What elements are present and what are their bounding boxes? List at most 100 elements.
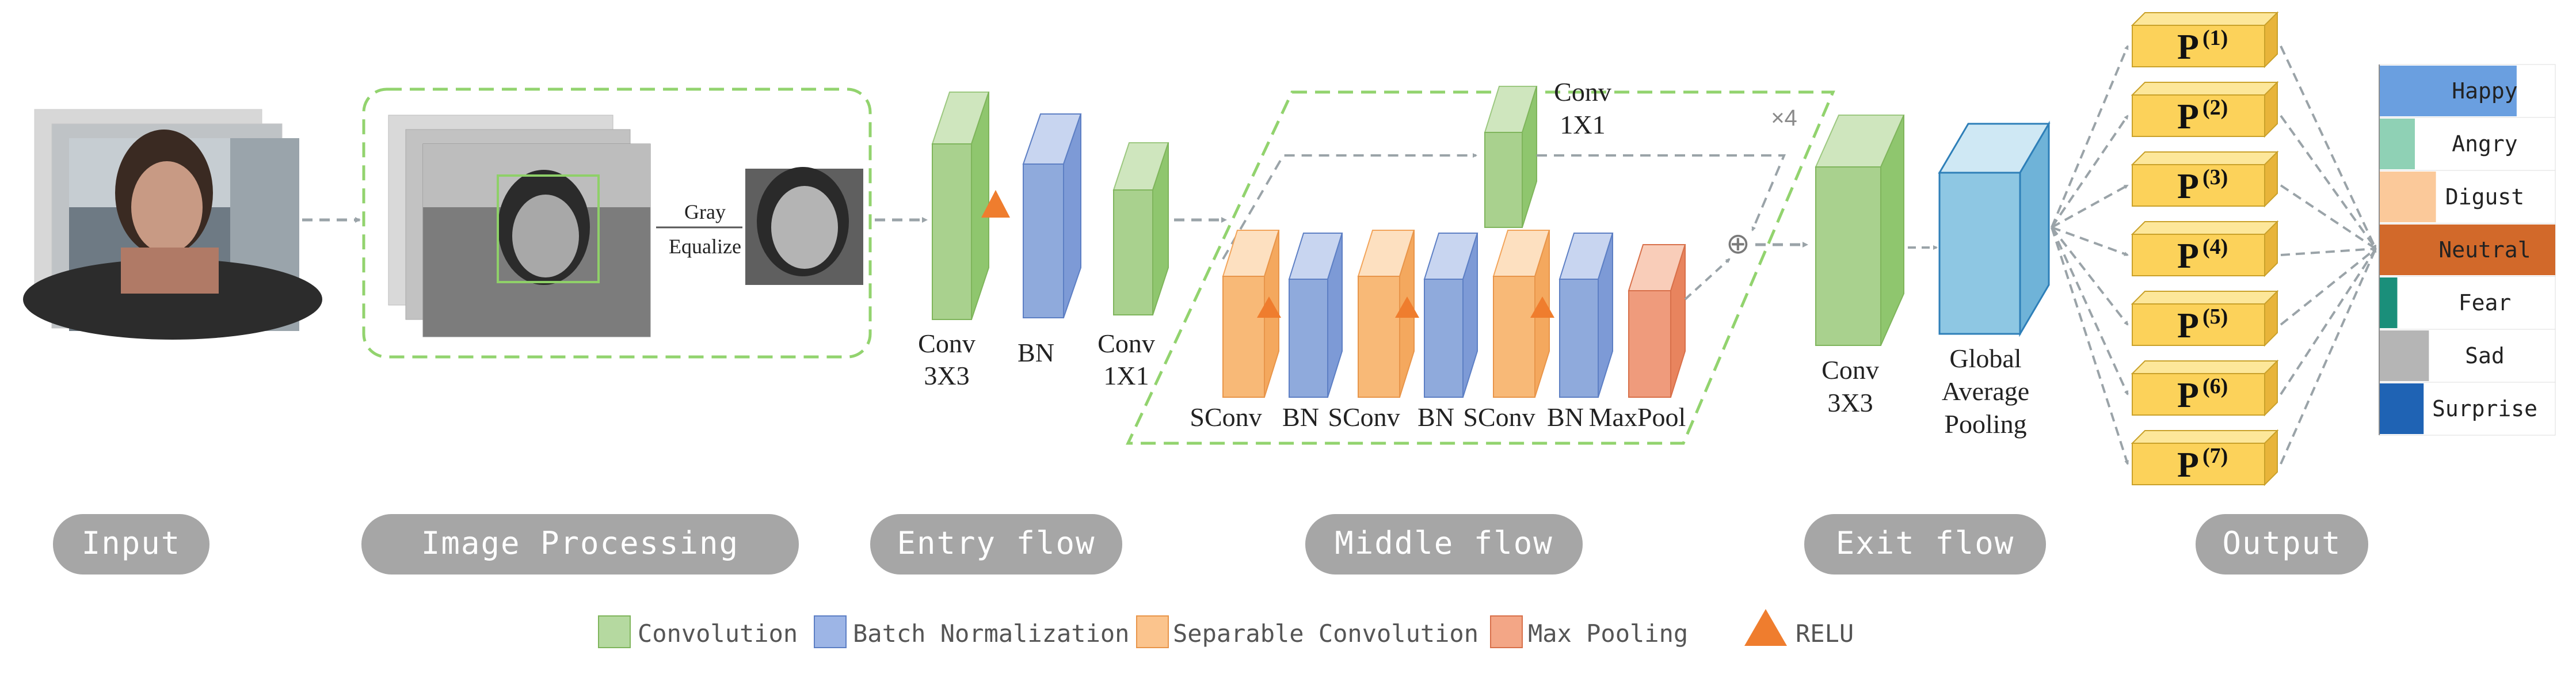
emotion-bar-2 <box>2380 119 2415 169</box>
p-index-5: (5) <box>2202 305 2228 329</box>
entry-conv3x3-label-b: 3X3 <box>924 361 969 390</box>
middle-label-4: SConv <box>1463 402 1535 432</box>
p-box-2: P(2) <box>2131 81 2279 138</box>
exit-conv-label-a: Conv <box>1822 355 1879 385</box>
p-letter-7: P <box>2177 446 2199 485</box>
emotion-row-surprise: Surprise <box>2379 382 2556 436</box>
skip-path-to-sum <box>1537 154 1786 231</box>
face-detection-box <box>497 174 600 283</box>
stage-label-input: Input <box>82 525 181 561</box>
p-box-3: P(3) <box>2131 150 2279 208</box>
skip-conv-label-b: 1X1 <box>1560 110 1605 139</box>
emotion-label-2: Angry <box>2452 131 2517 157</box>
p-box-6: P(6) <box>2131 359 2279 417</box>
gray-label: Gray <box>684 200 726 223</box>
fanout-arrow-3 <box>2051 184 2129 229</box>
emotion-bar-3 <box>2380 172 2436 222</box>
stage-pill-exit-flow: Exit flow <box>1804 514 2046 575</box>
arrow-maxpool-to-sum <box>1684 258 1731 300</box>
middle-label-2: SConv <box>1328 402 1400 432</box>
fanout-arrow-7 <box>2051 227 2129 465</box>
exit-conv-label-b: 3X3 <box>1827 388 1873 417</box>
skip-path-to-conv <box>1222 153 1477 260</box>
p-box-1: P(1) <box>2131 11 2279 69</box>
stage-label-middle-flow: Middle flow <box>1335 525 1553 561</box>
entry-conv1x1-block <box>1112 142 1169 315</box>
legend-label-max-pooling: Max Pooling <box>1528 619 1688 648</box>
p-letter-3: P <box>2177 167 2199 206</box>
sum-symbol: ⊕ <box>1726 227 1750 260</box>
emotion-label-1: Happy <box>2452 78 2517 104</box>
emotion-row-angry: Angry <box>2379 117 2556 171</box>
skip-conv-label-a: Conv <box>1554 77 1611 106</box>
fanout-arrow-6 <box>2051 227 2129 395</box>
fanout-arrow-1 <box>2051 45 2129 228</box>
fanout-arrow-2 <box>2051 115 2129 229</box>
middle-block-sconv-2 <box>1357 230 1415 398</box>
stage-label-entry-flow: Entry flow <box>897 525 1095 561</box>
legend: Convolution Batch Normalization Separabl… <box>598 609 1854 648</box>
p-index-2: (2) <box>2202 96 2228 120</box>
p-box-7: P(7) <box>2131 429 2279 486</box>
legend-swatch-convolution <box>598 615 631 648</box>
stage-pill-entry-flow: Entry flow <box>870 514 1122 575</box>
skip-conv1x1-block <box>1484 86 1538 228</box>
emotion-bar-6 <box>2380 330 2429 381</box>
stage-label-output: Output <box>2222 525 2341 561</box>
emotion-row-fear: Fear <box>2379 276 2556 330</box>
equalized-face <box>745 167 863 285</box>
middle-label-1: BN <box>1282 402 1319 432</box>
p-index-6: (6) <box>2202 374 2228 398</box>
legend-label-batch-normalization: Batch Normalization <box>853 619 1129 648</box>
p-letter-6: P <box>2177 376 2199 415</box>
emotion-row-happy: Happy <box>2379 64 2556 118</box>
stage-pill-input: Input <box>53 514 209 575</box>
stage-pill-image-processing: Image Processing <box>361 514 799 575</box>
middle-block-bn-2 <box>1423 233 1478 398</box>
equalize-label: Equalize <box>669 235 741 258</box>
middle-block-maxpool <box>1628 244 1686 398</box>
repeat-label: ×4 <box>1771 105 1797 131</box>
p-letter-5: P <box>2177 306 2199 345</box>
fanin-arrows <box>2280 45 2377 465</box>
p-letter-2: P <box>2177 97 2199 136</box>
p-index-1: (1) <box>2202 26 2228 50</box>
middle-label-3: BN <box>1417 402 1454 432</box>
entry-bn-block <box>1022 113 1082 318</box>
fanin-arrow-7 <box>2280 248 2377 465</box>
fanin-arrow-3 <box>2280 184 2377 250</box>
gap-label-c: Pooling <box>1944 409 2026 439</box>
emotion-bar-7 <box>2380 383 2424 434</box>
fanin-arrow-4 <box>2280 246 2377 256</box>
emotion-track-5 <box>2379 276 2556 330</box>
relu-marker-2 <box>1395 296 1419 318</box>
entry-conv1x1-label-b: 1X1 <box>1103 361 1149 390</box>
stage-label-image-processing: Image Processing <box>421 525 739 561</box>
processing-image-stack <box>388 115 651 337</box>
middle-flow-box <box>1126 90 1835 445</box>
emotion-label-4: Neutral <box>2438 237 2531 262</box>
emotion-bar-5 <box>2380 277 2398 328</box>
relu-marker-3 <box>1530 296 1554 318</box>
middle-label-6: MaxPool <box>1589 402 1686 432</box>
p-box-4: P(4) <box>2131 220 2279 277</box>
input-photo <box>23 130 322 340</box>
middle-block-bn-1 <box>1288 233 1343 398</box>
legend-label-separable-convolution: Separable Convolution <box>1173 619 1478 648</box>
gap-label-b: Average <box>1942 376 2029 406</box>
entry-conv1x1-label-a: Conv <box>1098 329 1155 358</box>
fanin-arrow-5 <box>2280 248 2377 326</box>
p-letter-4: P <box>2177 237 2199 276</box>
exit-conv3x3-block <box>1815 115 1905 346</box>
p-letter-1: P <box>2177 28 2199 67</box>
image-processing-box <box>362 87 872 359</box>
input-image-stack <box>23 109 322 340</box>
p-index-4: (4) <box>2202 235 2228 259</box>
middle-block-sconv-1 <box>1222 230 1280 398</box>
stage-pill-output: Output <box>2196 514 2368 575</box>
emotion-row-neutral: Neutral <box>2379 223 2556 277</box>
p-index-3: (3) <box>2202 165 2228 189</box>
legend-label-convolution: Convolution <box>638 619 798 648</box>
